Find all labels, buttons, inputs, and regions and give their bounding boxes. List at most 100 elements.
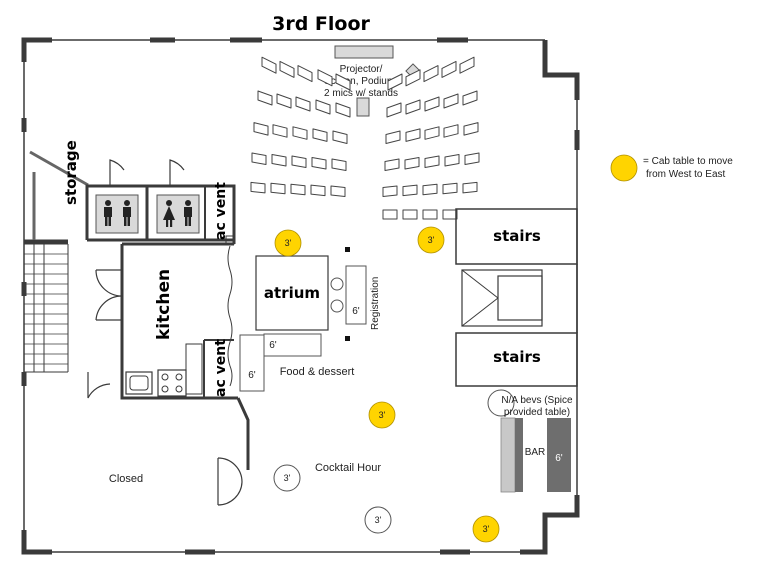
registration-label: Registration bbox=[370, 277, 381, 330]
restroom-women-icon bbox=[156, 194, 200, 234]
right-stairwell bbox=[455, 208, 578, 387]
seat bbox=[315, 99, 331, 115]
seat bbox=[331, 158, 347, 171]
stage-label-1: Projector/ bbox=[340, 64, 383, 75]
wall-segments bbox=[21, 37, 580, 555]
seat bbox=[404, 157, 420, 170]
seat bbox=[463, 122, 479, 136]
page-title: 3rd Floor bbox=[272, 13, 370, 35]
storage-room: storage bbox=[29, 140, 89, 240]
seat bbox=[443, 93, 459, 109]
seat bbox=[384, 158, 400, 171]
bar-label: BAR bbox=[525, 447, 546, 458]
svg-text:3': 3' bbox=[375, 515, 382, 525]
seat bbox=[270, 182, 286, 195]
cocktail-table-1: 3' bbox=[273, 464, 301, 492]
seat bbox=[295, 96, 311, 112]
svg-text:3': 3' bbox=[428, 235, 435, 245]
seat bbox=[290, 183, 306, 196]
legend-line-2: from West to East bbox=[646, 169, 726, 180]
seat bbox=[441, 60, 457, 78]
svg-text:3': 3' bbox=[285, 238, 292, 248]
stage-label-2: Screen, Podium, bbox=[324, 76, 398, 87]
seat bbox=[310, 184, 326, 197]
seat bbox=[312, 128, 328, 142]
seat bbox=[311, 157, 327, 170]
food-tables bbox=[239, 333, 322, 392]
stairs-bottom-label: stairs bbox=[493, 348, 541, 366]
seat bbox=[291, 155, 307, 168]
bar-area bbox=[487, 389, 571, 493]
seat bbox=[253, 122, 269, 136]
seat bbox=[382, 185, 398, 197]
seat bbox=[462, 181, 478, 194]
seat bbox=[279, 60, 295, 78]
cab-table-4: 3' bbox=[472, 515, 500, 543]
seat bbox=[257, 90, 273, 106]
seat bbox=[443, 124, 459, 138]
legend-line-1: = Cab table to move bbox=[643, 156, 733, 167]
seat bbox=[386, 102, 402, 118]
closed-label: Closed bbox=[109, 473, 143, 485]
seat bbox=[424, 126, 440, 140]
seat bbox=[444, 154, 460, 167]
restroom-men-icon bbox=[95, 194, 139, 234]
seat bbox=[464, 152, 480, 165]
registration-table-size: 6' bbox=[352, 306, 360, 317]
seat bbox=[317, 69, 333, 87]
seat bbox=[442, 209, 458, 220]
cab-table-3: 3' bbox=[368, 401, 396, 429]
food-label: Food & dessert bbox=[280, 366, 355, 378]
stage-label-3: 2 mics w/ stands bbox=[324, 88, 398, 99]
ac-vent-top-label: ac vent bbox=[213, 182, 229, 240]
seat bbox=[250, 181, 266, 194]
storage-label: storage bbox=[62, 140, 80, 205]
seat bbox=[402, 209, 418, 220]
seat bbox=[297, 65, 313, 83]
cab-table-1: 3' bbox=[274, 229, 302, 257]
bevs-label-1: N/A bevs (Spice bbox=[501, 395, 573, 406]
kitchen-room bbox=[87, 235, 250, 450]
stairs-top-label: stairs bbox=[493, 227, 541, 245]
seat bbox=[402, 184, 418, 197]
seat bbox=[292, 126, 308, 140]
seat bbox=[462, 90, 478, 106]
cocktail-label: Cocktail Hour bbox=[315, 462, 381, 474]
left-stairwell bbox=[24, 243, 69, 373]
registration-table bbox=[330, 247, 367, 341]
seat bbox=[422, 209, 438, 220]
seat bbox=[424, 96, 440, 112]
seat bbox=[335, 102, 351, 118]
ac-vent-bottom-label: ac vent bbox=[213, 339, 229, 397]
svg-text:3': 3' bbox=[483, 524, 490, 534]
seat bbox=[382, 209, 398, 220]
seat bbox=[424, 155, 440, 168]
food-table-v-size: 6' bbox=[248, 370, 256, 381]
seat bbox=[442, 182, 458, 195]
seat bbox=[251, 152, 267, 165]
svg-text:3': 3' bbox=[284, 473, 291, 483]
kitchen-label: kitchen bbox=[154, 269, 174, 340]
seat bbox=[422, 183, 438, 196]
closed-area-door bbox=[217, 450, 250, 506]
svg-text:3': 3' bbox=[379, 410, 386, 420]
atrium-label: atrium bbox=[264, 284, 320, 302]
seat bbox=[335, 73, 351, 91]
seat bbox=[330, 185, 346, 197]
seat bbox=[405, 69, 421, 87]
restroom-block bbox=[85, 159, 236, 244]
bevs-label-2: provided table) bbox=[504, 407, 570, 418]
seat bbox=[276, 93, 292, 109]
seat bbox=[387, 73, 403, 91]
seat bbox=[405, 99, 421, 115]
legend: = Cab table to move from West to East bbox=[610, 154, 733, 182]
seat bbox=[272, 124, 288, 138]
cocktail-table-2: 3' bbox=[364, 506, 392, 534]
seat bbox=[405, 128, 421, 142]
legend-marker bbox=[610, 154, 638, 182]
seat bbox=[261, 56, 277, 74]
food-table-h-size: 6' bbox=[269, 340, 277, 351]
bar-table-size: 6' bbox=[555, 453, 563, 464]
seat bbox=[459, 56, 475, 74]
